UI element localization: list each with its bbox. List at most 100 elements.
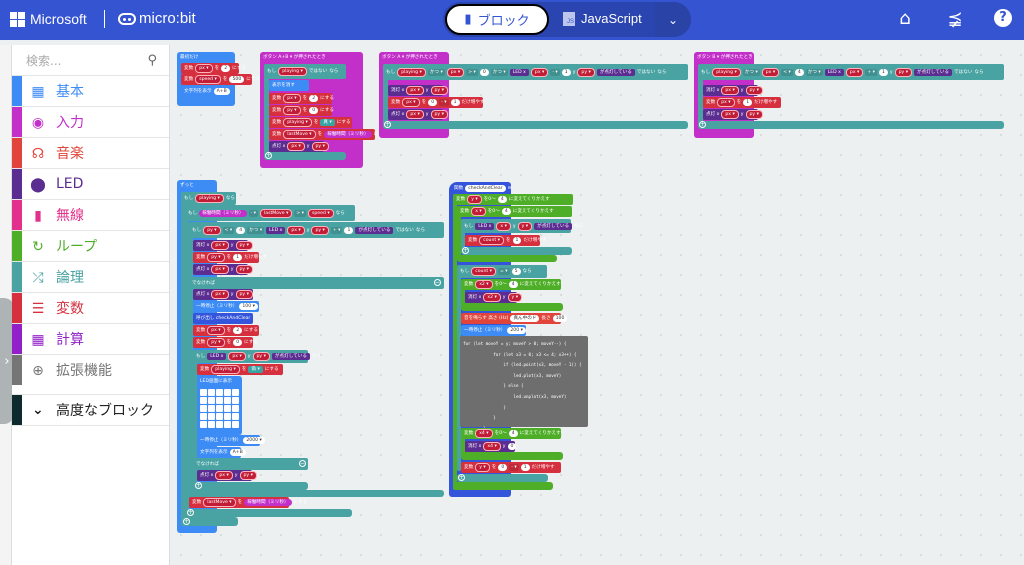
- number-dropdown[interactable]: 200 ▾: [507, 327, 526, 334]
- operator-dropdown[interactable]: = ▾: [497, 268, 510, 275]
- running-time-block[interactable]: 稼働時間（ミリ秒）: [244, 499, 292, 506]
- category-led[interactable]: ⬤LED: [12, 168, 169, 199]
- variable-dropdown[interactable]: speed ▾: [195, 75, 221, 84]
- number-input[interactable]: 1: [233, 254, 243, 261]
- add-else-icon[interactable]: +: [458, 474, 465, 481]
- variable-dropdown[interactable]: x2 ▾: [475, 280, 493, 289]
- add-else-icon[interactable]: +: [384, 121, 391, 128]
- category-extensions[interactable]: ⊕拡張機能: [12, 354, 169, 385]
- variable-dropdown[interactable]: x ▾: [496, 221, 511, 231]
- category-variables[interactable]: ☰変数: [12, 292, 169, 323]
- number-input[interactable]: 5: [511, 268, 521, 275]
- text-input[interactable]: A+B: [229, 449, 246, 456]
- variable-dropdown[interactable]: px ▾: [283, 94, 301, 103]
- number-input[interactable]: 1: [520, 464, 530, 471]
- blocks-tab[interactable]: ▮ブロック: [445, 4, 549, 35]
- variable-dropdown[interactable]: py ▾: [207, 253, 225, 262]
- home-icon[interactable]: ⌂: [899, 8, 911, 29]
- variable-dropdown[interactable]: lastMove ▾: [260, 208, 293, 218]
- variable-dropdown[interactable]: playing ▾: [195, 194, 224, 203]
- number-dropdown[interactable]: 2000 ▾: [243, 437, 265, 444]
- number-input[interactable]: 4: [236, 226, 246, 234]
- operator-dropdown[interactable]: かつ ▾: [490, 68, 508, 76]
- variable-dropdown[interactable]: playing ▾: [211, 365, 240, 374]
- number-dropdown[interactable]: 100 ▾: [239, 303, 258, 310]
- variable-dropdown[interactable]: playing ▾: [712, 67, 741, 77]
- variable-dropdown[interactable]: px ▾: [211, 265, 229, 274]
- category-logic[interactable]: ⤮論理: [12, 261, 169, 292]
- call-function-block[interactable]: 呼び出し checkAndClear: [193, 313, 253, 324]
- variable-dropdown[interactable]: px ▾: [228, 352, 246, 361]
- toolbox-search[interactable]: 検索...⚲: [12, 45, 169, 75]
- remove-else-icon[interactable]: −: [434, 279, 441, 286]
- clear-screen-block[interactable]: 表示を消す: [269, 80, 309, 91]
- variable-dropdown[interactable]: x4 ▾: [483, 442, 501, 451]
- add-else-icon[interactable]: +: [183, 518, 190, 525]
- number-input[interactable]: 0: [498, 464, 508, 471]
- variable-dropdown[interactable]: px ▾: [717, 98, 735, 107]
- variable-dropdown[interactable]: px ▾: [406, 110, 424, 119]
- number-input[interactable]: 500: [229, 76, 245, 83]
- variable-dropdown[interactable]: y ▾: [517, 221, 533, 231]
- category-input[interactable]: ◉入力: [12, 106, 169, 137]
- variable-dropdown[interactable]: px ▾: [530, 67, 549, 77]
- number-input[interactable]: 0: [309, 107, 319, 114]
- variable-dropdown[interactable]: py ▾: [430, 110, 448, 119]
- variable-dropdown[interactable]: playing ▾: [397, 67, 426, 77]
- share-icon[interactable]: ⪵: [947, 8, 963, 29]
- microbit-logo[interactable]: micro:bit: [118, 10, 196, 27]
- remove-circle-icon[interactable]: ⊖: [507, 186, 512, 191]
- add-else-icon[interactable]: +: [195, 482, 202, 489]
- variable-dropdown[interactable]: py ▾: [235, 290, 253, 299]
- variable-dropdown[interactable]: playing ▾: [278, 67, 307, 76]
- variable-dropdown[interactable]: count ▾: [479, 236, 504, 245]
- number-input[interactable]: 2: [233, 327, 243, 334]
- number-input[interactable]: 100: [552, 315, 568, 322]
- number-input[interactable]: 1: [561, 68, 571, 76]
- variable-dropdown[interactable]: speed ▾: [308, 208, 334, 218]
- variable-dropdown[interactable]: py ▾: [430, 86, 448, 95]
- help-icon[interactable]: ?: [994, 9, 1012, 27]
- variable-dropdown[interactable]: playing ▾: [283, 118, 312, 127]
- variable-dropdown[interactable]: y ▾: [467, 195, 482, 204]
- number-input[interactable]: 2: [309, 95, 319, 102]
- variable-dropdown[interactable]: px ▾: [845, 67, 864, 77]
- category-math[interactable]: ▦計算: [12, 323, 169, 354]
- variable-dropdown[interactable]: px ▾: [446, 67, 465, 77]
- number-input[interactable]: 0: [428, 99, 438, 106]
- operator-dropdown[interactable]: - ▾: [439, 99, 449, 106]
- variable-dropdown[interactable]: px ▾: [287, 142, 305, 151]
- operator-dropdown[interactable]: < ▾: [222, 226, 235, 234]
- category-music[interactable]: ☊音楽: [12, 137, 169, 168]
- variable-dropdown[interactable]: py ▾: [207, 338, 225, 347]
- number-input[interactable]: 4: [508, 281, 518, 288]
- pause-block[interactable]: 一時停止（ミリ秒）200 ▾: [461, 325, 526, 336]
